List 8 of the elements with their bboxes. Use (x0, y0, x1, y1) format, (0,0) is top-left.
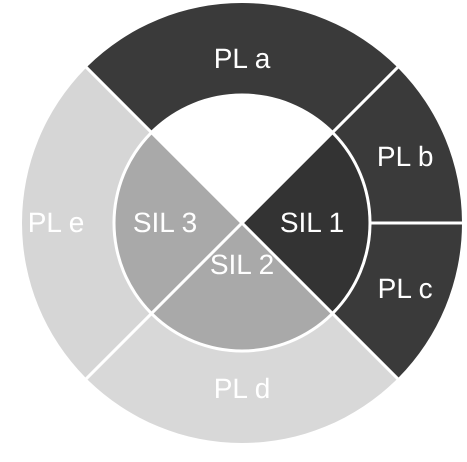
ring-segment (87, 3, 397, 131)
segment-label: SIL 1 (280, 209, 344, 237)
ring-segment (87, 315, 397, 443)
segment-label: SIL 3 (132, 209, 198, 237)
segment-label: PL c (378, 274, 433, 303)
segment-label: PL b (376, 143, 434, 172)
segment-label: PL a (214, 45, 270, 73)
segment-label: SIL 2 (210, 251, 274, 279)
